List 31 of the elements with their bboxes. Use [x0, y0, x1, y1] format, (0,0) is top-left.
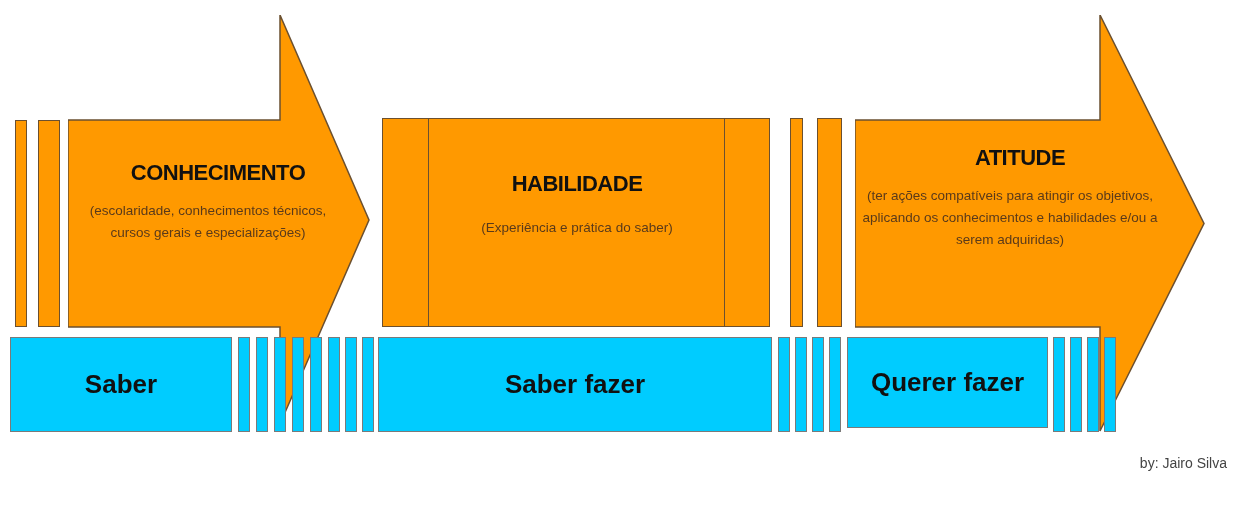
description: (escolaridade, conhecimentos técnicos, cursos gerais e especializações) — [88, 202, 328, 242]
category-bar: Saber — [10, 337, 232, 432]
stripe-bar — [795, 337, 807, 432]
category-bar: Querer fazer — [847, 337, 1048, 428]
stripe-bar — [362, 337, 374, 432]
stripe-bar — [328, 337, 340, 432]
stripe-bar — [1053, 337, 1065, 432]
stripe-bar — [310, 337, 322, 432]
stripe-bar — [812, 337, 824, 432]
category-bar: Saber fazer — [378, 337, 772, 432]
heading: CONHECIMENTO — [129, 160, 307, 186]
stripe-bar — [256, 337, 268, 432]
stripe-bar — [292, 337, 304, 432]
stripe-bar — [1087, 337, 1099, 432]
stripe-bar — [778, 337, 790, 432]
stripe-bar — [790, 118, 803, 327]
stripe-bar — [817, 118, 842, 327]
author-credit: by: Jairo Silva — [1139, 455, 1227, 471]
process-box — [382, 118, 770, 327]
stripe-bar — [829, 337, 841, 432]
arrow-shape — [855, 15, 1205, 432]
heading: ATITUDE — [973, 145, 1067, 171]
description: (ter ações compatíveis para atingir os objetivos, aplicando os conhecimentos e habilidades e/ou a serem adquiridas) — [861, 187, 1159, 249]
description: (Experiência e prática do saber) — [480, 219, 674, 237]
stripe-bar — [15, 120, 27, 327]
stripe-bar — [1070, 337, 1082, 432]
stripe-bar — [238, 337, 250, 432]
stripe-bar — [345, 337, 357, 432]
heading: HABILIDADE — [510, 171, 644, 197]
stripe-bar — [38, 120, 60, 327]
stripe-bar — [274, 337, 286, 432]
